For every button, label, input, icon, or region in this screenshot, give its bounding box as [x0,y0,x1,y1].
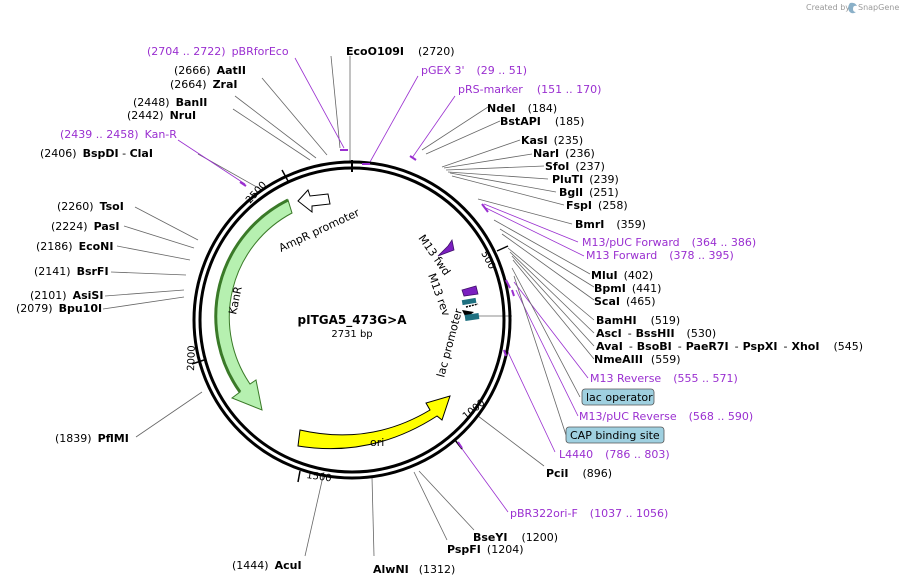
credit-text: Created by [806,3,850,12]
primer-m13puc-rev: M13/pUC Reverse(568 .. 590) [579,410,753,423]
site-sfoi: SfoI(237) [545,160,605,173]
site-asisi: (2101)AsiSI [30,289,103,302]
site-pcii: PciI(896) [546,467,612,480]
site-tsoi: (2260)TsoI [57,200,124,213]
site-pasi: (2224)PasI [51,220,119,233]
plasmid-title: pITGA5_473G>A 2731 bp [298,313,408,340]
site-bpu10i: (2079)Bpu10I [16,302,102,315]
tick-1500: 1500 [306,470,333,484]
primer-m13-forward: M13 Forward(378 .. 395) [586,249,734,262]
site-avai-group: AvaI-BsoBI-PaeR7I-PspXI-XhoI(545) [596,340,863,353]
primer-pbrforeco: (2704 .. 2722)pBRforEco [147,45,289,58]
site-nmeaiii: NmeAIII(559) [594,353,681,366]
ori-feature: ori [297,395,451,450]
primer-pbr322ori: pBR322ori-F(1037 .. 1056) [510,507,668,520]
site-asci-bsshii: AscI-BssHII(530) [596,327,716,340]
cap-site-box: CAP binding site [565,426,665,444]
snapgene-logo-icon [848,2,857,14]
kanr-label: KanR [226,285,245,316]
plasmid-backbone [192,160,512,480]
primer-labels: (2704 .. 2722)pBRforEco pGEX 3'(29 .. 51… [60,45,756,520]
lac-operator-label: lac operator [586,391,653,404]
leader-lines [102,55,595,557]
site-pflmi: (1839)PflMI [55,432,129,445]
site-bsrfi: (2141)BsrFI [34,265,109,278]
cap-site-label: CAP binding site [570,429,660,442]
m13-fwd-label: M13 fwd [416,232,453,278]
m13-primers: M13 fwd M13 rev [416,232,480,321]
site-econi: (2186)EcoNI [36,240,113,253]
site-pluti: PluTI(239) [552,173,619,186]
plasmid-size: 2731 bp [331,329,372,340]
site-bspdi-clai: (2406)BspDI - ClaI [40,147,153,160]
site-bgli: BglI(251) [559,186,619,199]
site-fspi: FspI(258) [566,199,628,212]
site-ecoo109i: EcoO109I(2720) [346,45,455,58]
kanr-feature: KanR [214,198,293,411]
enzyme-labels-left: EcoO109I(2720) (2666)AatII (2664)ZraI (2… [16,45,612,576]
snapgene-credit: Created by SnapGene [806,2,899,14]
site-scai: ScaI(465) [594,295,656,308]
site-bseyi: BseYI(1200) [473,531,558,544]
box-leaders [511,267,581,436]
primer-site-marks [239,149,515,449]
site-aatii: (2666)AatII [174,64,246,77]
site-banii: (2448)BanII [133,96,207,109]
credit-brand: SnapGene [858,3,899,12]
site-kasi: KasI(235) [521,134,583,147]
site-alwni: AlwNI(1312) [373,563,455,576]
plasmid-name: pITGA5_473G>A [298,313,408,328]
lac-operator-box: lac operator [581,388,655,406]
site-bmri: BmrI(359) [575,218,646,231]
site-nari: NarI(236) [533,147,595,160]
site-bstapi: BstAPI(185) [500,115,584,128]
primer-m13puc-fwd: M13/pUC Forward(364 .. 386) [582,236,756,249]
primer-m13-reverse: M13 Reverse(555 .. 571) [590,372,738,385]
site-mlui: MluI(402) [591,269,653,282]
site-bamhi: BamHI(519) [596,314,680,327]
primer-leaders [177,57,589,513]
m13-rev-label: M13 rev [425,272,453,319]
site-nrui: (2442)NruI [127,109,196,122]
site-bpmi: BpmI(441) [594,282,661,295]
ori-label: ori [370,436,384,449]
primer-l4440: L4440(786 .. 803) [559,448,670,461]
primer-prsmarker: pRS-marker(151 .. 170) [458,83,601,96]
ampr-promoter-feature: AmpR promoter [277,189,362,255]
tick-2000: 2000 [186,345,198,371]
primer-pgex3: pGEX 3'(29 .. 51) [421,64,527,77]
lac-promoter-label: lac promoter [434,307,465,379]
site-acui: (1444)AcuI [232,559,302,572]
site-ndei: NdeI(184) [487,102,557,115]
site-zrai: (2664)ZraI [170,78,238,91]
site-pspfi: PspFI(1204) [447,543,523,556]
enzyme-labels-right: NdeI(184) BstAPI(185) KasI(235) NarI(236… [487,102,863,366]
primer-kanr: (2439 .. 2458)Kan-R [60,128,177,141]
